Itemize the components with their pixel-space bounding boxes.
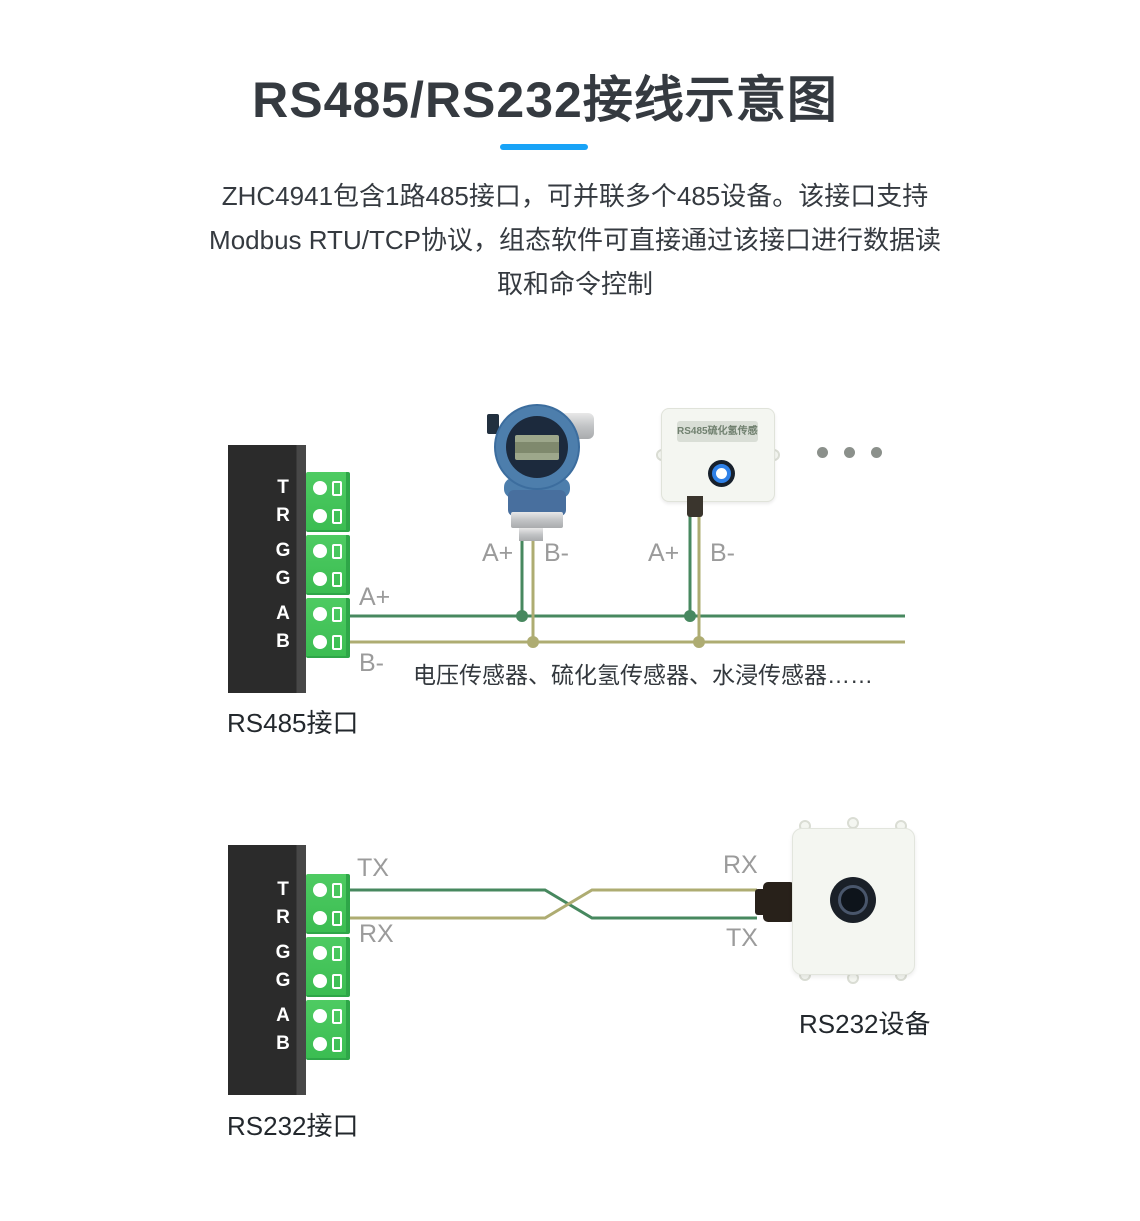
ellipsis-dot-icon	[871, 447, 882, 458]
rs232-left-rx-label: RX	[359, 920, 394, 948]
terminal-pin-label: T	[277, 879, 289, 900]
rs232-left-tx-label: TX	[357, 854, 389, 882]
terminal-pin-label: G	[275, 540, 291, 561]
rs485-terminal-block	[228, 445, 306, 693]
rs232-rx-wire	[350, 888, 757, 920]
rs232-interface-label: RS232接口	[227, 1111, 359, 1141]
terminal-screw-icon	[313, 607, 327, 621]
rs232-right-rx-label: RX	[723, 851, 758, 879]
junction-dot	[516, 610, 528, 622]
terminal-pin-label: R	[276, 907, 290, 928]
device-lens-ring-icon	[838, 885, 868, 915]
terminal-row	[306, 883, 346, 898]
description-line: 取和命令控制	[496, 269, 653, 299]
terminal-screw-icon	[313, 1037, 327, 1051]
sensor-nameplate: RS485硫化氢传感器	[677, 421, 758, 442]
terminal-row	[306, 544, 346, 559]
terminal-connector-group	[306, 874, 350, 934]
terminal-screw-icon	[313, 544, 327, 558]
transmitter-body	[508, 490, 566, 516]
sensor-cable-connector	[687, 496, 703, 517]
terminal-slot-icon	[332, 883, 342, 898]
title-underline-accent	[500, 144, 588, 150]
terminal-row	[306, 509, 346, 524]
junction-dot	[684, 610, 696, 622]
terminal-pin-label: T	[277, 477, 289, 498]
transmitter-a-label: A+	[482, 539, 514, 567]
terminal-pin-label: G	[275, 970, 291, 991]
description-line: ZHC4941包含1路485接口，可并联多个485设备。该接口支持	[221, 181, 929, 211]
terminal-screw-icon	[313, 883, 327, 897]
page-title: RS485/RS232接线示意图	[252, 72, 838, 128]
pressure-transmitter-illustration	[487, 404, 594, 541]
terminal-screw-icon	[313, 635, 327, 649]
terminal-screw-icon	[313, 509, 327, 523]
terminal-slot-icon	[332, 1037, 342, 1052]
terminal-screw-icon	[313, 572, 327, 586]
bus-a-label: A+	[359, 583, 391, 611]
device-connector	[763, 882, 795, 922]
terminal-row	[306, 607, 346, 622]
terminal-connector-group	[306, 937, 350, 997]
terminal-screw-icon	[313, 974, 327, 988]
bus-b-label: B-	[359, 649, 384, 677]
junction-dot	[693, 636, 705, 648]
terminal-screw-icon	[313, 1009, 327, 1023]
terminal-row	[306, 974, 346, 989]
terminal-row	[306, 1037, 346, 1052]
terminal-pin-label: G	[275, 568, 291, 589]
junction-dot	[527, 636, 539, 648]
terminal-pin-label: B	[276, 631, 290, 652]
terminal-connector-group	[306, 1000, 350, 1060]
transmitter-neck	[511, 512, 563, 528]
terminal-slot-icon	[332, 607, 342, 622]
transmitter-left-tab	[487, 414, 499, 434]
rs485-interface-label: RS485接口	[227, 708, 359, 738]
terminal-slot-icon	[332, 635, 342, 650]
terminal-row	[306, 572, 346, 587]
terminal-row	[306, 1009, 346, 1024]
terminal-slot-icon	[332, 974, 342, 989]
terminal-screw-icon	[313, 911, 327, 925]
terminal-pin-label: A	[276, 1005, 290, 1026]
sensor-a-label: A+	[648, 539, 680, 567]
terminal-pin-label: B	[276, 1033, 290, 1054]
device-connector-tip	[755, 889, 766, 915]
bus-devices-note: 电压传感器、硫化氢传感器、水浸传感器……	[413, 662, 873, 688]
rs232-device-label: RS232设备	[799, 1009, 931, 1039]
terminal-pin-label: R	[276, 505, 290, 526]
terminal-connector-group	[306, 535, 350, 595]
terminal-pin-label: A	[276, 603, 290, 624]
terminal-screw-icon	[313, 946, 327, 960]
terminal-row	[306, 946, 346, 961]
terminal-connector-group	[306, 472, 350, 532]
terminal-connector-group	[306, 598, 350, 658]
sensor-led-icon	[712, 464, 731, 483]
terminal-slot-icon	[332, 1009, 342, 1024]
sensor-b-label: B-	[710, 539, 735, 567]
description-paragraph: ZHC4941包含1路485接口，可并联多个485设备。该接口支持 Modbus…	[160, 174, 990, 306]
rs232-terminal-block	[228, 845, 306, 1095]
description-line: Modbus RTU/TCP协议，组态软件可直接通过该接口进行数据读	[209, 225, 941, 255]
terminal-slot-icon	[332, 946, 342, 961]
ellipsis-dot-icon	[817, 447, 828, 458]
terminal-slot-icon	[332, 544, 342, 559]
terminal-row	[306, 911, 346, 926]
terminal-pin-label: G	[275, 942, 291, 963]
rs232-right-tx-label: TX	[726, 924, 758, 952]
terminal-slot-icon	[332, 481, 342, 496]
terminal-row	[306, 635, 346, 650]
terminal-slot-icon	[332, 911, 342, 926]
terminal-row	[306, 481, 346, 496]
ellipsis-dot-icon	[844, 447, 855, 458]
transmitter-b-label: B-	[544, 539, 569, 567]
terminal-screw-icon	[313, 481, 327, 495]
transmitter-lcd-band	[515, 442, 559, 453]
terminal-slot-icon	[332, 509, 342, 524]
transmitter-tip	[519, 528, 543, 541]
terminal-slot-icon	[332, 572, 342, 587]
